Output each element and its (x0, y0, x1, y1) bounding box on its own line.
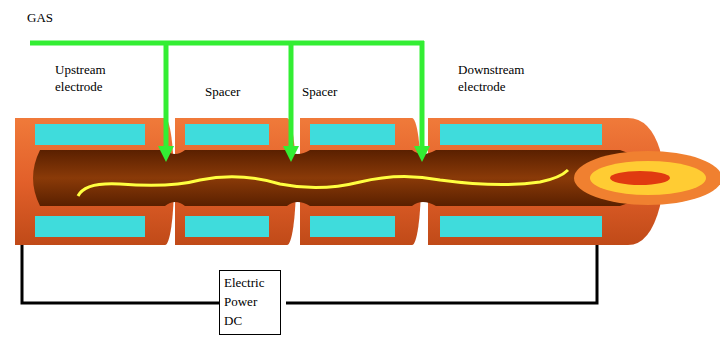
part-label: Spacer (205, 84, 240, 101)
gas-feed (30, 41, 430, 162)
plasma-plume (574, 151, 720, 205)
gas-label: GAS (27, 10, 53, 27)
part-label: Upstream electrode (55, 62, 130, 96)
node-text: Electric Power DC (224, 274, 276, 331)
power-supply-box: Electric Power DC (219, 270, 281, 335)
plasma-arc (78, 170, 568, 196)
part-label: Spacer (302, 84, 337, 101)
torch-bore (33, 150, 656, 206)
power-wire (22, 243, 597, 303)
part-label: Downstream electrode (458, 62, 548, 96)
